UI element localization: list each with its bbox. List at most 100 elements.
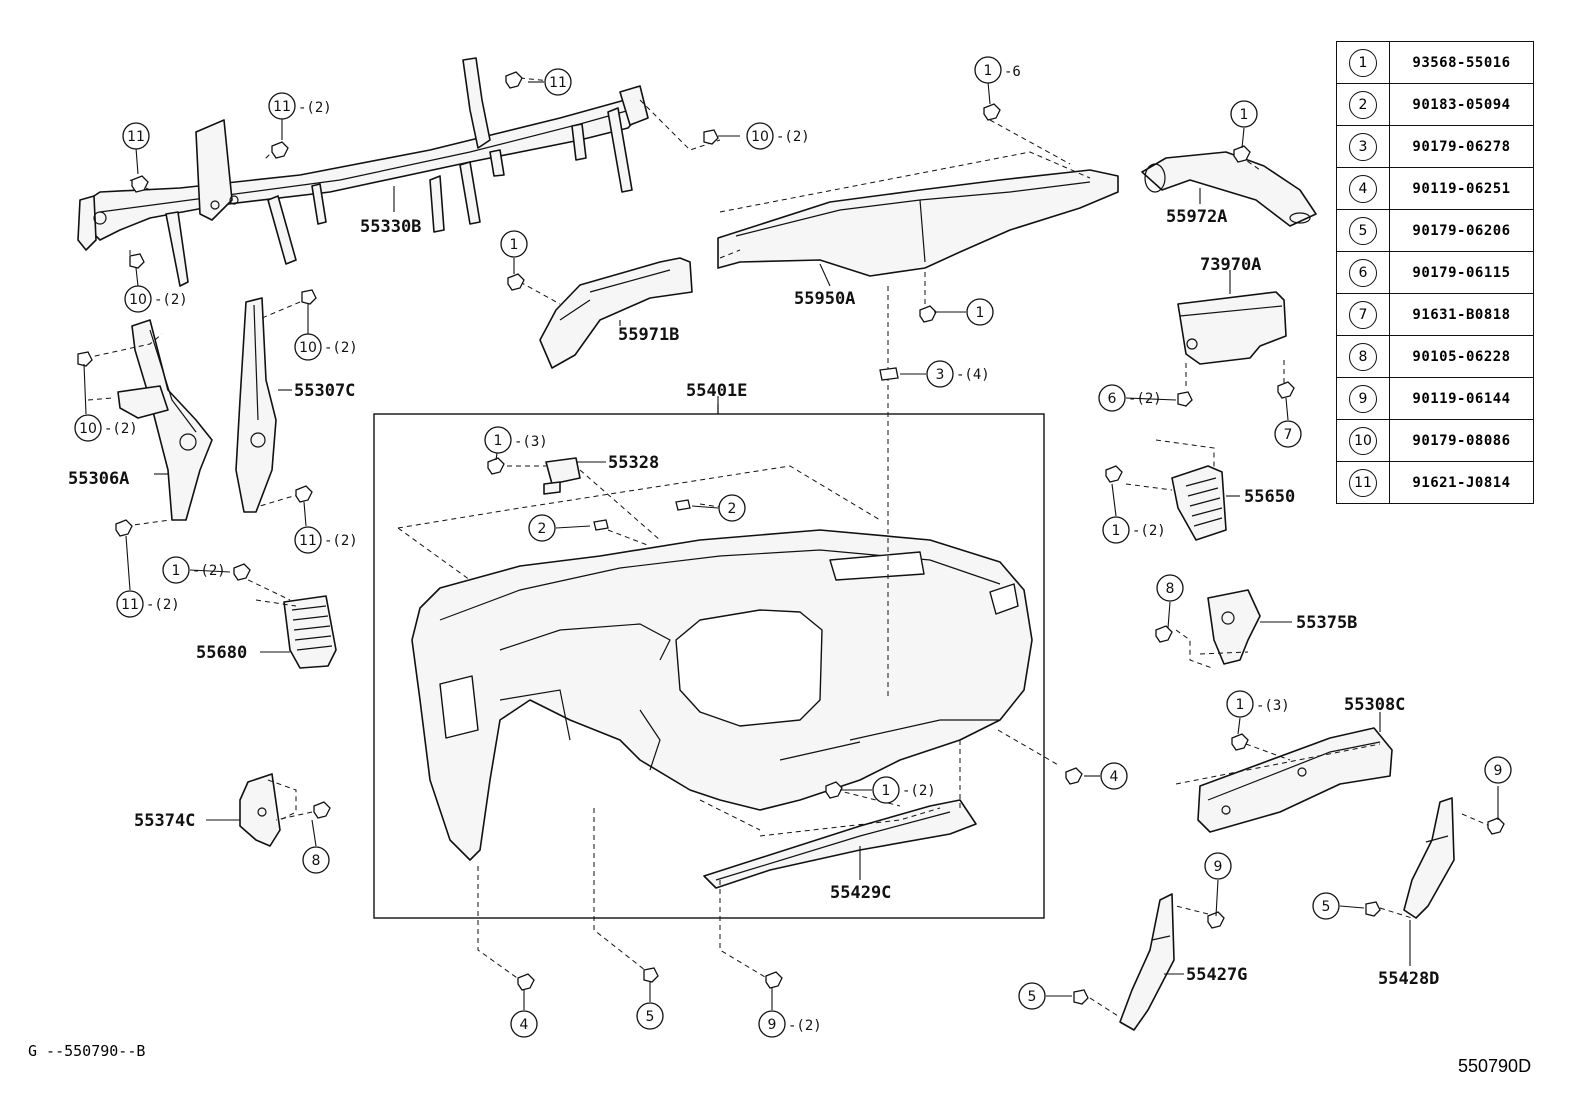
svg-text:1: 1	[172, 563, 181, 579]
stay-55427g	[1119, 893, 1175, 1031]
reference-key: 8	[1349, 342, 1377, 371]
svg-text:-(2): -(2)	[192, 563, 226, 579]
callout-11: 11	[294, 526, 322, 554]
svg-text:4: 4	[1110, 769, 1119, 785]
callout-9: 9	[1204, 852, 1232, 880]
nut-icon	[1177, 391, 1193, 407]
nut-icon	[1073, 989, 1089, 1005]
svg-text:9: 9	[1494, 763, 1503, 779]
label-55401e: 55401E	[686, 381, 747, 401]
reference-part-number: 90179-06206	[1389, 209, 1534, 252]
guide-lines	[85, 77, 1491, 1017]
svg-text:-(2): -(2)	[324, 533, 358, 549]
bolt-icon	[507, 273, 525, 291]
bolt-icon	[1487, 817, 1505, 835]
callout-1: 1	[966, 298, 994, 326]
callout-7: 7	[1274, 420, 1302, 448]
label-55308c: 55308C	[1344, 695, 1405, 715]
callout-11: 11	[122, 122, 150, 150]
label-55650: 55650	[1244, 487, 1295, 507]
callout-11: 11	[268, 92, 296, 120]
nut-icon	[301, 289, 317, 305]
reference-part-number: 90179-08086	[1389, 419, 1534, 462]
svg-text:1: 1	[510, 237, 519, 253]
callout-3: 3	[926, 360, 954, 388]
reference-key: 6	[1349, 258, 1377, 287]
callout-2: 2	[718, 494, 746, 522]
svg-text:10: 10	[129, 292, 147, 308]
svg-text:1: 1	[882, 783, 891, 799]
callout-4: 4	[510, 1010, 538, 1038]
svg-text:2: 2	[538, 521, 547, 537]
svg-text:4: 4	[520, 1017, 529, 1033]
label-55428d: 55428D	[1378, 969, 1439, 989]
side-vent-55650	[1171, 465, 1227, 541]
reference-part-number: 90179-06115	[1389, 251, 1534, 294]
nut-icon	[1365, 901, 1381, 917]
callout-8: 8	[302, 846, 330, 874]
svg-text:-(2): -(2)	[154, 292, 188, 308]
bracket-55308c	[1197, 727, 1393, 833]
callout-10: 10	[74, 414, 102, 442]
label-55972a: 55972A	[1166, 207, 1227, 227]
bolt-icon	[271, 141, 289, 159]
airbag-73970a	[1177, 291, 1287, 365]
svg-text:1: 1	[1236, 697, 1245, 713]
svg-text:-6: -6	[1004, 64, 1021, 80]
reference-part-number: 91631-B0818	[1389, 293, 1534, 336]
stay-55428d	[1403, 797, 1455, 919]
label-73970a: 73970A	[1200, 255, 1261, 275]
bolt-icon	[487, 457, 505, 475]
reference-key: 11	[1349, 468, 1377, 497]
label-55306a: 55306A	[68, 469, 129, 489]
svg-text:5: 5	[1322, 899, 1331, 915]
nut-icon	[77, 351, 93, 367]
svg-text:9: 9	[768, 1017, 777, 1033]
bolt-icon	[1277, 381, 1295, 399]
duct-55972a	[1141, 151, 1317, 227]
svg-text:11: 11	[127, 129, 145, 145]
callout-1: 1	[1102, 516, 1130, 544]
bolt-icon	[1155, 625, 1173, 643]
reference-key: 2	[1349, 90, 1377, 119]
fasteners	[77, 71, 1505, 1005]
callout-1: 1	[500, 230, 528, 258]
svg-text:2: 2	[728, 501, 737, 517]
reference-key: 1	[1349, 48, 1377, 77]
bolt-icon	[295, 485, 313, 503]
instrument-panel-55401e	[411, 529, 1033, 861]
bolt-icon	[983, 103, 1001, 121]
reference-row: 9 90119-06144	[1336, 377, 1534, 420]
reference-key: 9	[1349, 384, 1377, 413]
svg-text:11: 11	[273, 99, 291, 115]
svg-text:-(2): -(2)	[902, 783, 936, 799]
bolt-icon	[517, 973, 535, 991]
clip-icon	[879, 367, 899, 381]
callouts: 11 11 -(2) 11 10 -(2) 10 -(2) 10 -(2) 10…	[74, 56, 1512, 1038]
label-55971b: 55971B	[618, 325, 679, 345]
label-55950a: 55950A	[794, 289, 855, 309]
bolt-icon	[233, 563, 251, 581]
callout-5: 5	[1018, 982, 1046, 1010]
svg-text:-(2): -(2)	[146, 597, 180, 613]
bolt-icon	[919, 305, 937, 323]
bolt-icon	[1105, 465, 1123, 483]
svg-text:5: 5	[646, 1009, 655, 1025]
reference-part-number: 90119-06144	[1389, 377, 1534, 420]
svg-text:1: 1	[1240, 107, 1249, 123]
label-55328: 55328	[608, 453, 659, 473]
reference-part-number: 90183-05094	[1389, 83, 1534, 126]
callout-8: 8	[1156, 574, 1184, 602]
svg-text:-(2): -(2)	[1132, 523, 1166, 539]
svg-text:10: 10	[79, 421, 97, 437]
callout-5: 5	[636, 1002, 664, 1030]
callout-5: 5	[1312, 892, 1340, 920]
svg-text:11: 11	[299, 533, 317, 549]
label-55307c: 55307C	[294, 381, 355, 401]
